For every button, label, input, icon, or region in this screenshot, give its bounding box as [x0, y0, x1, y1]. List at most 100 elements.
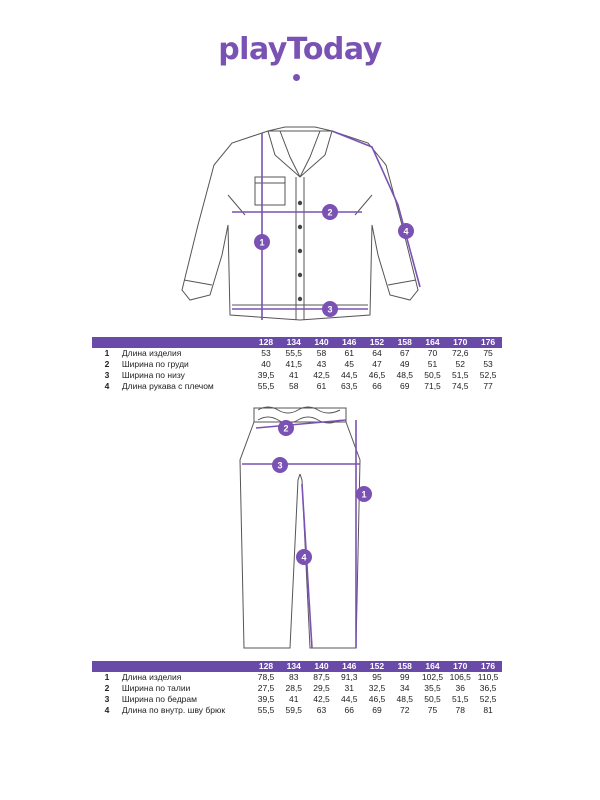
cell: 106,5 — [449, 672, 471, 682]
svg-text:1: 1 — [361, 490, 366, 500]
shirt-marker-2: 2 — [322, 204, 338, 220]
table-row: 2 Ширина по груди 40 41,5 43 45 47 49 51… — [92, 359, 502, 370]
cell: 51,5 — [451, 370, 469, 380]
size-header: 128 — [252, 337, 280, 348]
cell: 44,5 — [340, 694, 358, 704]
shirt-marker-1: 1 — [254, 234, 270, 250]
size-header: 152 — [363, 337, 391, 348]
cell: 50,5 — [424, 694, 441, 704]
row-number: 4 — [104, 381, 110, 391]
table-row: 1 Длина изделия 53 55,5 58 61 64 67 70 7… — [92, 348, 502, 359]
row-label: Ширина по талии — [121, 683, 191, 693]
cell: 58 — [316, 348, 327, 358]
row-number: 1 — [104, 672, 110, 682]
cell: 72,6 — [451, 348, 469, 358]
row-number: 1 — [104, 348, 110, 358]
row-number: 3 — [104, 370, 110, 380]
cell: 36,5 — [479, 683, 497, 693]
row-number: 3 — [104, 694, 110, 704]
cell: 53 — [261, 348, 271, 358]
size-header: 134 — [279, 337, 308, 348]
cell: 71,5 — [424, 381, 441, 391]
cell: 35,5 — [424, 683, 441, 693]
size-header: 134 — [279, 661, 308, 672]
cell: 50,5 — [424, 370, 441, 380]
cell: 55,5 — [285, 348, 303, 358]
cell: 27,5 — [257, 683, 275, 693]
svg-text:2: 2 — [283, 424, 288, 434]
cell: 41 — [289, 370, 299, 380]
size-header: 128 — [252, 661, 280, 672]
pants-marker-1: 1 — [356, 486, 372, 502]
cell: 69 — [400, 381, 410, 391]
cell: 61 — [344, 348, 354, 358]
size-header: 164 — [418, 337, 447, 348]
row-number: 2 — [104, 359, 110, 369]
cell: 58 — [289, 381, 299, 391]
table-row: 1 Длина изделия 78,5 83 87,5 91,3 95 99 … — [92, 672, 502, 683]
pants-size-table: 128 134 140 146 152 158 164 170 176 1 Дл… — [92, 661, 502, 716]
row-number: 4 — [104, 705, 110, 715]
cell: 48,5 — [396, 694, 414, 704]
cell: 41,5 — [285, 359, 303, 369]
brand-logo: playToday — [218, 32, 382, 67]
cell: 46,5 — [368, 370, 386, 380]
size-header: 140 — [307, 661, 336, 672]
shirt-drawing: 1 2 3 4 — [181, 126, 421, 321]
cell: 110,5 — [477, 672, 499, 682]
size-header: 158 — [390, 661, 419, 672]
cell: 52,5 — [479, 370, 497, 380]
cell: 39,5 — [257, 694, 275, 704]
row-label: Ширина по низу — [121, 370, 185, 380]
pants-marker-2: 2 — [278, 420, 294, 436]
cell: 91,3 — [340, 672, 358, 682]
table-row: 4 Длина по внутр. шву брюк 55,5 59,5 63 … — [92, 705, 502, 716]
cell: 55,5 — [257, 705, 275, 715]
cell: 47 — [372, 359, 382, 369]
cell: 34 — [400, 683, 410, 693]
size-header: 170 — [446, 661, 475, 672]
pants-table-header: 128 134 140 146 152 158 164 170 176 — [92, 661, 502, 672]
cell: 42,5 — [313, 370, 330, 380]
cell: 61 — [316, 381, 327, 391]
size-header: 176 — [474, 661, 502, 672]
row-number: 2 — [104, 683, 110, 693]
cell: 81 — [483, 705, 493, 715]
cell: 36 — [455, 683, 465, 693]
cell: 48,5 — [396, 370, 414, 380]
cell: 74,5 — [451, 381, 469, 391]
cell: 51,5 — [451, 694, 469, 704]
cell: 63,5 — [340, 381, 358, 391]
logo-dot — [293, 74, 300, 81]
cell: 77 — [483, 381, 493, 391]
svg-text:4: 4 — [301, 553, 306, 563]
cell: 75 — [427, 705, 438, 715]
pants-marker-4: 4 — [296, 549, 312, 565]
cell: 99 — [400, 672, 410, 682]
cell: 42,5 — [313, 694, 330, 704]
cell: 40 — [261, 359, 271, 369]
row-label: Длина изделия — [121, 672, 182, 682]
cell: 95 — [372, 672, 382, 682]
size-header: 164 — [418, 661, 447, 672]
table-row: 3 Ширина по низу 39,5 41 42,5 44,5 46,5 … — [92, 370, 502, 381]
row-label: Ширина по бедрам — [121, 694, 197, 704]
size-header: 176 — [474, 337, 502, 348]
size-header: 158 — [390, 337, 419, 348]
table-row: 2 Ширина по талии 27,5 28,5 29,5 31 32,5… — [92, 683, 502, 694]
cell: 39,5 — [257, 370, 275, 380]
shirt-marker-4: 4 — [398, 223, 414, 239]
cell: 66 — [372, 381, 382, 391]
row-label: Длина по внутр. шву брюк — [121, 705, 226, 715]
cell: 32,5 — [368, 683, 386, 693]
cell: 83 — [289, 672, 299, 682]
cell: 69 — [372, 705, 382, 715]
cell: 44,5 — [340, 370, 358, 380]
cell: 63 — [316, 705, 327, 715]
cell: 31 — [344, 683, 354, 693]
size-header: 146 — [335, 661, 364, 672]
pants-drawing: 1 2 3 4 — [239, 406, 372, 649]
svg-text:3: 3 — [277, 461, 282, 471]
cell: 41 — [289, 694, 299, 704]
cell: 29,5 — [313, 683, 330, 693]
